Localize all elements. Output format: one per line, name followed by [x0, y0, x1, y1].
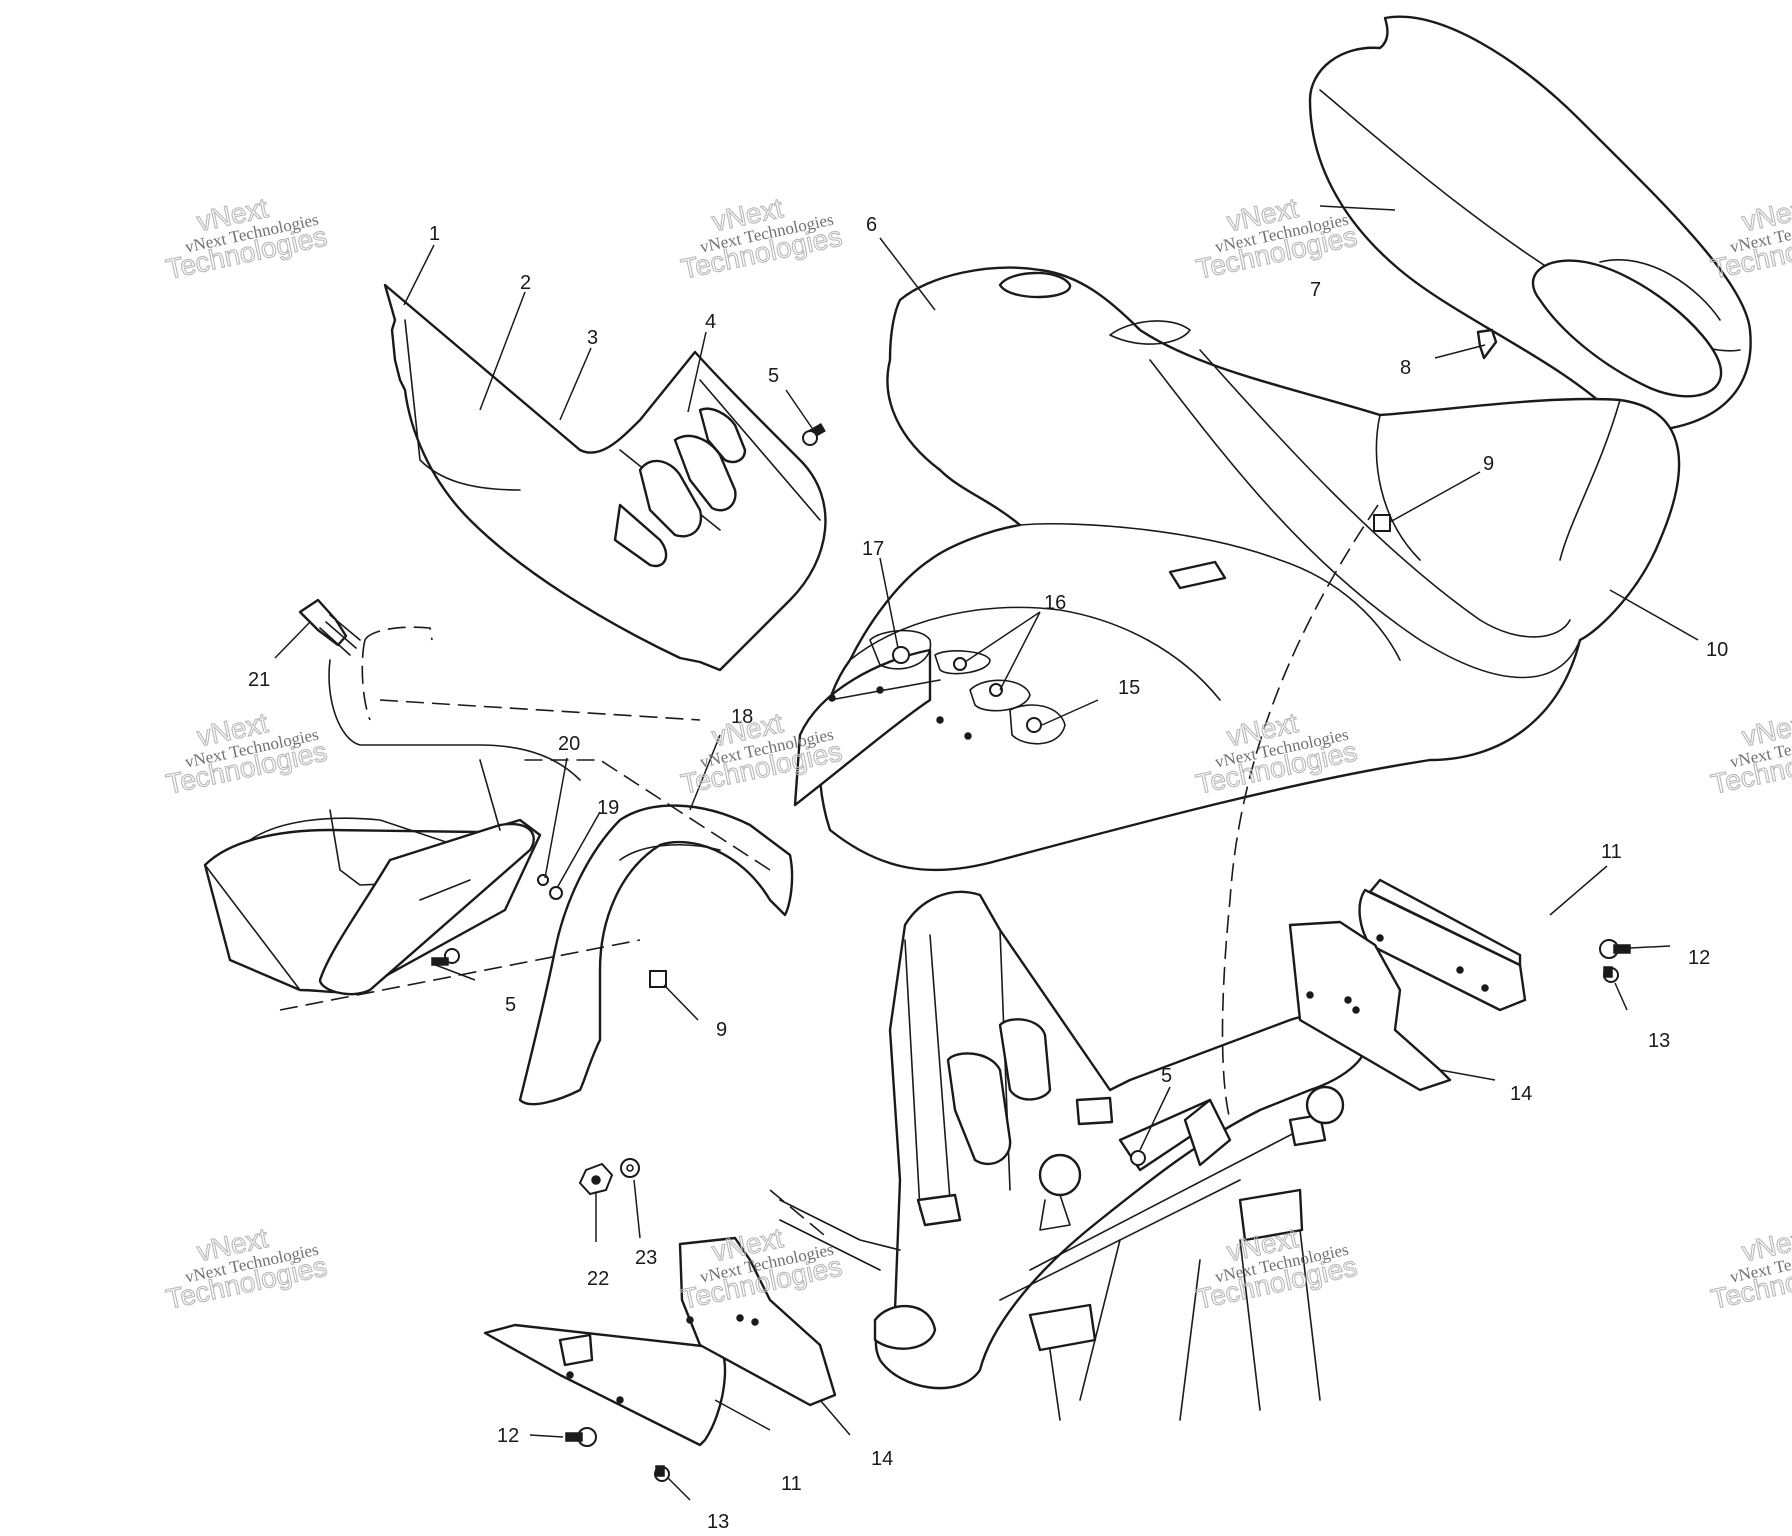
callout-7: 7	[1310, 279, 1321, 301]
callout-5-upper: 5	[768, 365, 779, 387]
callout-14-left: 14	[871, 1448, 893, 1470]
callout-20: 20	[558, 733, 580, 755]
callout-8: 8	[1400, 357, 1411, 379]
callout-18: 18	[731, 706, 753, 728]
watermark-bottom-right: vNext vNext Technologies Technologies	[1193, 1222, 1360, 1316]
floorboard-part	[203, 626, 581, 996]
washer-23	[620, 1158, 640, 1178]
frame-part	[779, 890, 1367, 1421]
callout-19: 19	[597, 797, 619, 819]
callout-1: 1	[429, 223, 440, 245]
clip-nut-upper	[1373, 514, 1391, 532]
callout-2: 2	[520, 272, 531, 294]
watermark-bottom-edge: vNext vNext Technologies Technologies	[1708, 1222, 1792, 1316]
callout-16: 16	[1044, 592, 1066, 614]
panel-14-left	[678, 1236, 837, 1407]
bracket-11-left	[483, 1323, 727, 1447]
screw-5-left	[431, 948, 460, 966]
watermark-top-edge: vNext vNext Technologies Technologies	[1708, 192, 1792, 286]
leader-lines	[274, 205, 1699, 1501]
callout-21: 21	[248, 669, 270, 691]
callout-11-left: 11	[781, 1473, 802, 1495]
watermark-top-center: vNext vNext Technologies Technologies	[678, 192, 845, 286]
fastener-17	[869, 629, 932, 670]
callout-13-left: 13	[707, 1511, 729, 1533]
callout-14-right: 14	[1510, 1083, 1532, 1105]
watermark-mid-center: vNext vNext Technologies Technologies	[678, 707, 845, 801]
bolt-12-left	[565, 1427, 597, 1447]
footwell-panel-part	[383, 283, 827, 672]
assembly-line-5	[769, 1189, 831, 1241]
callout-12-left: 12	[497, 1425, 519, 1447]
callout-9-upper: 9	[1483, 453, 1494, 475]
bracket-11-right	[1358, 878, 1527, 1012]
watermark-mid-edge: vNext vNext Technologies Technologies	[1708, 707, 1792, 801]
callout-23: 23	[635, 1247, 657, 1269]
bolt-12-right	[1599, 939, 1631, 959]
screw-5-center	[1130, 1150, 1146, 1166]
assembly-line-2	[520, 759, 771, 871]
rivet-13-right	[1603, 966, 1619, 983]
watermark-bottom-left: vNext vNext Technologies Technologies	[163, 1222, 330, 1316]
callout-6: 6	[866, 214, 877, 236]
rivet-13-left	[654, 1465, 670, 1482]
callout-11-right: 11	[1601, 841, 1622, 863]
fastener-20	[537, 874, 549, 886]
callout-9-lower: 9	[716, 1019, 727, 1041]
screw-5-upper	[802, 423, 826, 446]
assembly-line-1	[1221, 504, 1379, 1121]
panel-14-right	[1288, 920, 1452, 1092]
fastener-16b	[969, 679, 1031, 712]
callout-5-left: 5	[505, 994, 516, 1016]
fastener-19	[549, 886, 563, 900]
watermark-mid-left: vNext vNext Technologies Technologies	[163, 707, 330, 801]
assembly-line-3	[379, 699, 701, 721]
front-fender-panel	[793, 648, 972, 807]
seat-part	[1308, 15, 1752, 432]
callout-15: 15	[1118, 677, 1140, 699]
nut-22	[578, 1162, 614, 1196]
bolt-21	[298, 598, 361, 656]
watermark-top-right: vNext vNext Technologies Technologies	[1193, 192, 1360, 286]
callout-13-right: 13	[1648, 1030, 1670, 1052]
callout-5-center: 5	[1161, 1065, 1172, 1087]
clip-part	[1476, 328, 1498, 360]
fastener-15	[1009, 704, 1066, 745]
clip-nut-lower	[649, 970, 667, 988]
fastener-16a	[934, 650, 991, 675]
callout-22: 22	[587, 1268, 609, 1290]
callout-3: 3	[587, 327, 598, 349]
watermark-top-left: vNext vNext Technologies Technologies	[163, 192, 330, 286]
callout-4: 4	[705, 311, 716, 333]
callout-10: 10	[1706, 639, 1728, 661]
fender-flare-part	[518, 804, 794, 1106]
callout-17: 17	[862, 538, 884, 560]
callout-numbers: 1 2 3 4 5 5 5 6 7 8 9 9 10 11 11 12 12 1…	[248, 214, 1728, 1533]
callout-12-right: 12	[1688, 947, 1710, 969]
